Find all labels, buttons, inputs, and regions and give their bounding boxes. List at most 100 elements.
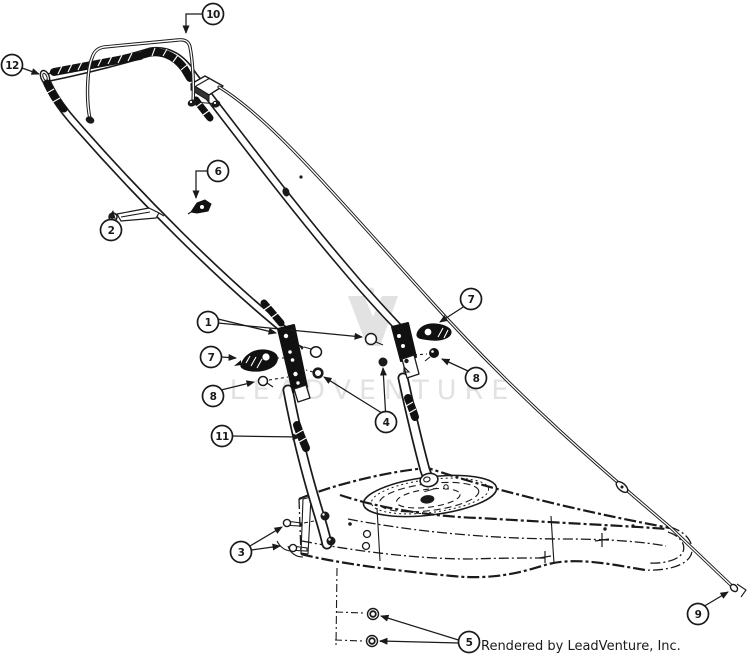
cable-end-fitting: [729, 583, 747, 598]
callout-1[interactable]: 1: [196, 310, 363, 340]
far-rail-mount-plate: [391, 322, 420, 379]
deck-front-rim: [339, 493, 668, 531]
leader-line: [192, 170, 208, 199]
leader-line: [704, 591, 729, 607]
bail-foot-left: [85, 116, 95, 124]
callout-circle[interactable]: [686, 602, 710, 626]
callout-4[interactable]: 4: [323, 367, 398, 434]
tube-mount-bolt: [320, 511, 330, 521]
mower-deck: [276, 466, 693, 647]
hex-bolt-left: [257, 375, 289, 388]
callouts: 10 12 6 2 1 7 8 7 8 4 11 3 5 9: [0, 2, 729, 654]
callout-number: 2: [108, 225, 115, 237]
callout-8[interactable]: 8: [441, 358, 488, 390]
callout-circle[interactable]: [459, 287, 483, 311]
cable-fitting: [615, 480, 629, 494]
upper-handle: [39, 46, 420, 403]
leader-line: [220, 380, 255, 391]
bracket-pin-upper: [282, 518, 302, 528]
leader-line: [21, 67, 40, 75]
callout-2[interactable]: 2: [99, 210, 123, 242]
callout-number: 5: [466, 637, 473, 649]
leader-line: [323, 376, 382, 414]
control-cable: [217, 85, 747, 598]
upper-handle-far-rail: [41, 46, 403, 332]
callout-number: 6: [215, 166, 222, 178]
callout-circle[interactable]: [201, 2, 225, 26]
rail-grommet: [282, 187, 290, 197]
leader-line: [108, 210, 116, 220]
callout-7[interactable]: 7: [439, 287, 483, 323]
near-rail-mount-plate: [277, 324, 311, 403]
bail-clamp: [211, 100, 221, 108]
washer-item5-upper: [366, 607, 380, 621]
bracket-pin-lower: [288, 543, 308, 553]
rendered-by-credit: Rendered by LeadVenture, Inc.: [481, 639, 681, 654]
callout-circle[interactable]: [210, 424, 234, 448]
leader-line: [380, 614, 459, 641]
centerline-tick: [538, 533, 610, 563]
callout-number: 8: [473, 373, 480, 385]
callout-number: 1: [205, 317, 212, 329]
cable-clip: [187, 199, 212, 215]
nut-item4-right: [378, 357, 388, 367]
callout-number: 10: [206, 9, 220, 21]
bail-control-rod: [85, 38, 221, 124]
callout-3[interactable]: 3: [229, 526, 283, 564]
callout-circle[interactable]: [201, 384, 225, 408]
crankshaft-hub: [420, 495, 435, 504]
deck-seam-right: [550, 515, 555, 565]
leader-line: [379, 367, 387, 412]
leader-line: [217, 322, 363, 340]
callout-10[interactable]: 10: [182, 2, 225, 34]
leader-line: [249, 526, 283, 547]
callout-circle[interactable]: [457, 630, 481, 654]
callout-number: 7: [208, 352, 215, 364]
callout-7[interactable]: 7: [199, 345, 237, 369]
carriage-bolt-far: [364, 332, 384, 346]
deck-mid-line-upper: [347, 518, 667, 547]
callout-number: 7: [468, 294, 475, 306]
rail-dot: [299, 175, 303, 179]
callout-circle[interactable]: [196, 310, 220, 334]
callout-number: 11: [215, 431, 229, 443]
washer-item4-left: [312, 367, 324, 379]
projection-lines: [303, 520, 365, 647]
deck-dot: [631, 524, 635, 528]
callout-number: 9: [695, 609, 702, 621]
callout-11[interactable]: 11: [210, 424, 301, 448]
leader-line: [251, 543, 281, 551]
carriage-bolt-near: [298, 344, 323, 358]
deck-back-rim: [298, 466, 671, 530]
washer-item5-lower: [365, 634, 379, 648]
leader-line: [439, 305, 465, 323]
bracket-hole: [362, 529, 372, 539]
deck-dot: [348, 522, 352, 526]
deck-dot: [603, 527, 607, 531]
leader-line: [182, 13, 203, 34]
callout-circle[interactable]: [199, 345, 223, 369]
tube-mount-bolt: [326, 536, 336, 546]
callout-circle[interactable]: [0, 53, 24, 77]
callout-number: 8: [210, 391, 217, 403]
deck-right-cap-outer: [644, 526, 693, 571]
callout-12[interactable]: 12: [0, 53, 40, 77]
callout-5[interactable]: 5: [379, 614, 481, 654]
wing-knob-left: [234, 349, 285, 372]
leader-line: [232, 433, 301, 441]
callout-number: 12: [5, 60, 19, 72]
cable-anchor-bracket: [190, 75, 224, 102]
bracket-hole: [361, 541, 371, 551]
callout-circle[interactable]: [229, 540, 253, 564]
hex-bolt-right: [413, 348, 439, 362]
callout-6[interactable]: 6: [192, 159, 230, 199]
callout-circle[interactable]: [206, 159, 230, 183]
deck-seam-left: [376, 507, 381, 562]
callout-9[interactable]: 9: [686, 591, 729, 626]
callout-circle[interactable]: [99, 218, 123, 242]
callout-circle[interactable]: [464, 366, 488, 390]
callout-circle[interactable]: [374, 410, 398, 434]
callout-8[interactable]: 8: [201, 380, 255, 408]
